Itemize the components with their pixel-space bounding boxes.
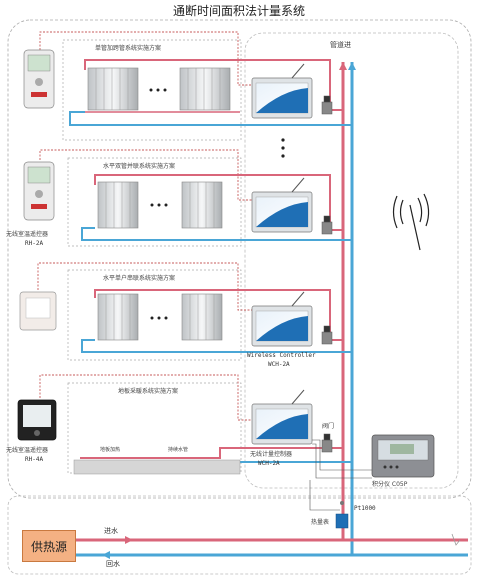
floor-slab xyxy=(73,459,241,475)
branch-2 xyxy=(81,174,352,241)
remote-label-2: 无线室温遥控器 xyxy=(6,447,49,454)
supply-arrow xyxy=(339,62,347,70)
scheme-title-3: 水平单户串联系统实施方案 xyxy=(103,275,176,282)
return-arrow xyxy=(348,62,356,70)
controllers xyxy=(251,63,313,445)
branch-3 xyxy=(81,289,352,353)
ellipsis-dots xyxy=(149,88,285,320)
heat-source-box: 供热源 xyxy=(22,530,76,562)
remote-model-1: RH-2A xyxy=(25,240,44,247)
signal-wiring xyxy=(309,439,372,511)
radiators xyxy=(87,67,231,341)
remote-devices xyxy=(17,49,57,441)
meter-label: 热量表 xyxy=(311,519,330,526)
source-frame xyxy=(7,495,472,575)
pipe-in-label: 管道进 xyxy=(330,41,351,49)
controller-cn-model: WCH-2A xyxy=(258,460,280,467)
controller-cn-label: 无线计量控制器 xyxy=(250,451,293,458)
mains xyxy=(74,533,468,559)
sensor-label: Pt1000 xyxy=(354,505,376,512)
scheme-title-4: 地板采暖系统实施方案 xyxy=(118,388,179,395)
controller-label: Wireless Controller xyxy=(247,352,316,359)
scheme-frame-2 xyxy=(67,157,242,247)
remote-model-2: RH-4A xyxy=(25,456,44,463)
valve-label: 阀门 xyxy=(322,423,335,430)
remote-label-1: 无线室温遥控器 xyxy=(6,231,49,238)
scheme-title-1: 单管加跨管系统实施方案 xyxy=(95,45,162,52)
antenna-icon xyxy=(392,193,430,251)
scheme-frame-1 xyxy=(62,39,242,141)
return-label: 回水 xyxy=(106,560,120,568)
supply-label: 进水 xyxy=(104,527,118,535)
floor-label-1: 地板加热 xyxy=(100,447,121,453)
floor-label-2: 持续水管 xyxy=(168,447,189,453)
scheme-title-2: 水平双管并联系统实施方案 xyxy=(103,163,176,170)
integrator-label: 积分仪 C05P xyxy=(372,481,408,488)
wireless-links xyxy=(37,31,255,421)
outer-frame xyxy=(7,19,472,499)
scheme-frame-4 xyxy=(67,382,242,474)
integrator-device xyxy=(371,434,435,478)
diagram-title: 通断时间面积法计量系统 xyxy=(172,4,305,18)
heat-meter xyxy=(335,501,349,529)
branch-1 xyxy=(69,59,352,126)
scheme-frame-3 xyxy=(67,269,242,361)
valves xyxy=(321,95,333,453)
controller-model: WCH-2A xyxy=(268,361,290,368)
